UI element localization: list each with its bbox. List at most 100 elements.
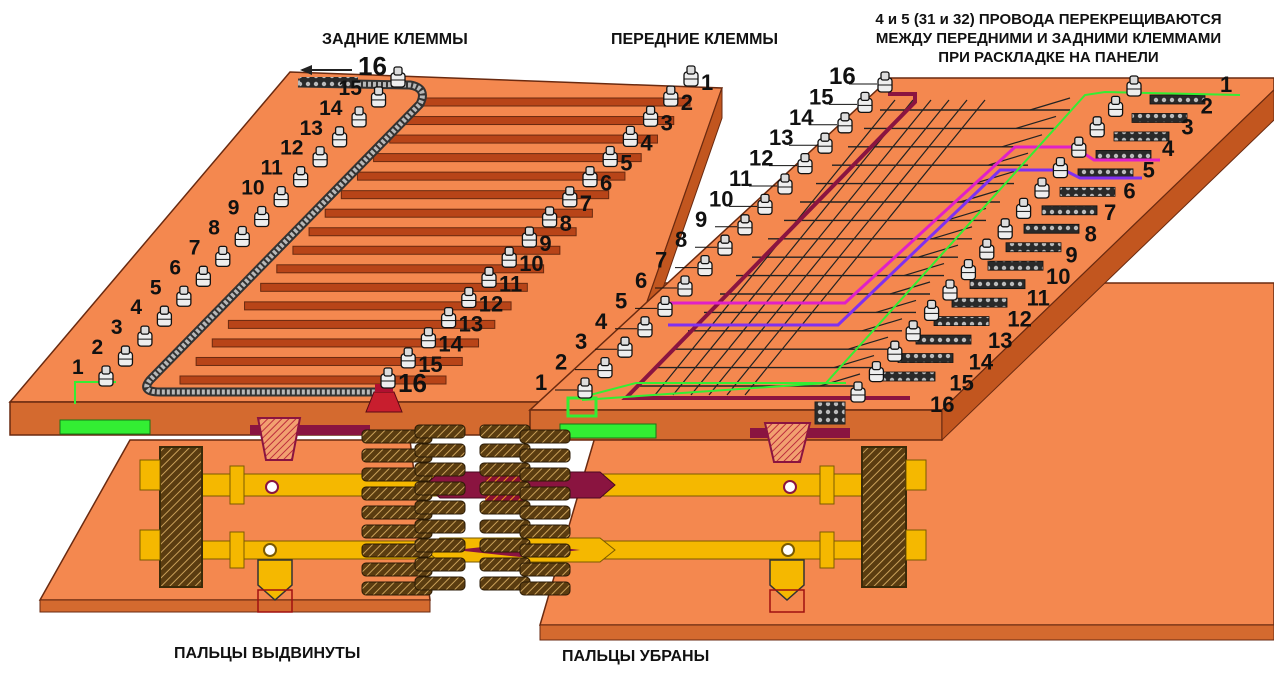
chain-row [969, 279, 1026, 290]
front-outer-number: 8 [1085, 221, 1097, 246]
front-terminal-screw [1034, 177, 1050, 199]
front-inner-number: 6 [635, 268, 647, 293]
grid-line [903, 263, 945, 277]
grid-line [690, 99, 932, 396]
rear-terminal-screw [390, 66, 406, 88]
rear-terminal-screw [312, 146, 328, 168]
rear-slot [356, 171, 626, 181]
contact-finger [519, 467, 571, 482]
chain-row [897, 353, 954, 363]
rear-terminal-screw [663, 85, 679, 107]
rear-slot [195, 356, 463, 366]
wire-maroon [621, 92, 917, 400]
rear-terminals-label: ЗАДНИЕ КЛЕММЫ [322, 31, 468, 48]
rear-terminal-screw [195, 265, 211, 287]
right-gear [861, 446, 907, 588]
chain-row [951, 297, 1008, 308]
rear-terminal-screw [117, 345, 134, 367]
rear-terminal-screw [420, 327, 437, 349]
rear-terminal-screw [461, 286, 477, 309]
rear-terminal-screw [254, 205, 270, 228]
rear-terminal-screw [370, 86, 387, 108]
crossing-note: 4 и 5 (31 и 32) ПРОВОДА ПЕРЕКРЕЩИВАЮТСЯ … [836, 10, 1261, 67]
chain-row [1023, 223, 1080, 234]
rear-terminal-screw [642, 105, 659, 127]
rear-outer-number: 10 [519, 251, 543, 276]
grid-line [1015, 115, 1057, 129]
rear-outer-number: 9 [539, 231, 551, 256]
rear-outer-number: 15 [418, 352, 442, 377]
rear-inner-number: 9 [228, 197, 240, 220]
grid-line [917, 244, 959, 258]
contact-finger [414, 462, 466, 477]
front-terminal-screw [1126, 75, 1142, 97]
rear-inner-number: 13 [300, 117, 323, 140]
rear-terminal-screw [501, 246, 517, 268]
rear-inner-number: 7 [189, 236, 201, 259]
front-terminal-screw [697, 254, 713, 277]
rear-outer-number: 2 [681, 90, 693, 115]
front-terminal-screw [1089, 116, 1105, 138]
grid-line [1029, 97, 1071, 111]
front-terminal-screw [877, 71, 893, 93]
front-inner-number: 2 [555, 350, 567, 375]
contact-finger [519, 581, 571, 596]
grid-line [708, 99, 950, 396]
rear-green-bar [59, 419, 151, 435]
front-terminal-screw [677, 275, 693, 297]
front-terminal-screw [887, 340, 903, 362]
chain-row [933, 316, 990, 327]
contact-finger-stacks [361, 424, 571, 596]
chain-row [915, 334, 972, 345]
rear-inner-number: 15 [339, 77, 363, 100]
rear-outer-number: 7 [580, 191, 592, 216]
front-terminal-screw [737, 214, 753, 236]
front-outer-number: 10 [1046, 264, 1070, 289]
front-inner-number: 1 [535, 370, 547, 395]
rear-slot [421, 97, 691, 107]
grid-line [726, 99, 968, 396]
front-inner-number: 7 [655, 248, 667, 273]
rear-terminal-screws: 1234567891011121314151612345678910111213… [72, 51, 713, 398]
contact-finger [519, 448, 571, 463]
grid-line [889, 281, 931, 295]
front-terminal-screw [960, 258, 977, 281]
rear-slot [211, 338, 480, 348]
chain-row [1005, 242, 1062, 253]
rear-inner-number: 3 [111, 316, 123, 339]
rear-terminal-screw [602, 145, 618, 168]
rear-inner-number: 4 [130, 296, 142, 319]
front-terminals-label: ПЕРЕДНИЕ КЛЕММЫ [611, 31, 779, 48]
front-terminal-screw [577, 377, 593, 399]
crossing-note-line2: МЕЖДУ ПЕРЕДНИМИ И ЗАДНИМИ КЛЕММАМИ [875, 30, 1222, 47]
contact-finger [519, 486, 571, 501]
grid-line [847, 336, 889, 350]
rear-outer-number: 11 [499, 271, 522, 296]
front-terminal-screw [923, 299, 940, 322]
front-terminal-screw [997, 218, 1013, 240]
front-inner-number: 8 [675, 227, 687, 252]
chain-row [1149, 94, 1206, 105]
rear-terminal-screw [273, 185, 289, 208]
front-outer-number: 2 [1201, 93, 1213, 118]
front-outer-number: 12 [1007, 307, 1031, 332]
rear-terminal-screw [215, 245, 231, 268]
rear-terminal-screw [562, 186, 578, 208]
grid-line [987, 152, 1029, 166]
rear-slot [179, 375, 447, 385]
wire-magenta [668, 145, 1160, 305]
front-outer-number: 7 [1104, 200, 1116, 225]
chain-row [879, 371, 936, 382]
wire-green [581, 90, 1241, 401]
rear-terminal-screw [521, 226, 538, 248]
front-terminal-screw [617, 336, 633, 358]
left-gear [159, 446, 203, 588]
front-chain-rows [879, 94, 1206, 382]
rear-terminal-screw [176, 285, 192, 307]
contact-finger [414, 424, 466, 439]
grid-line [672, 99, 914, 396]
rear-terminal-screw [400, 347, 416, 369]
grid-line [861, 318, 903, 332]
